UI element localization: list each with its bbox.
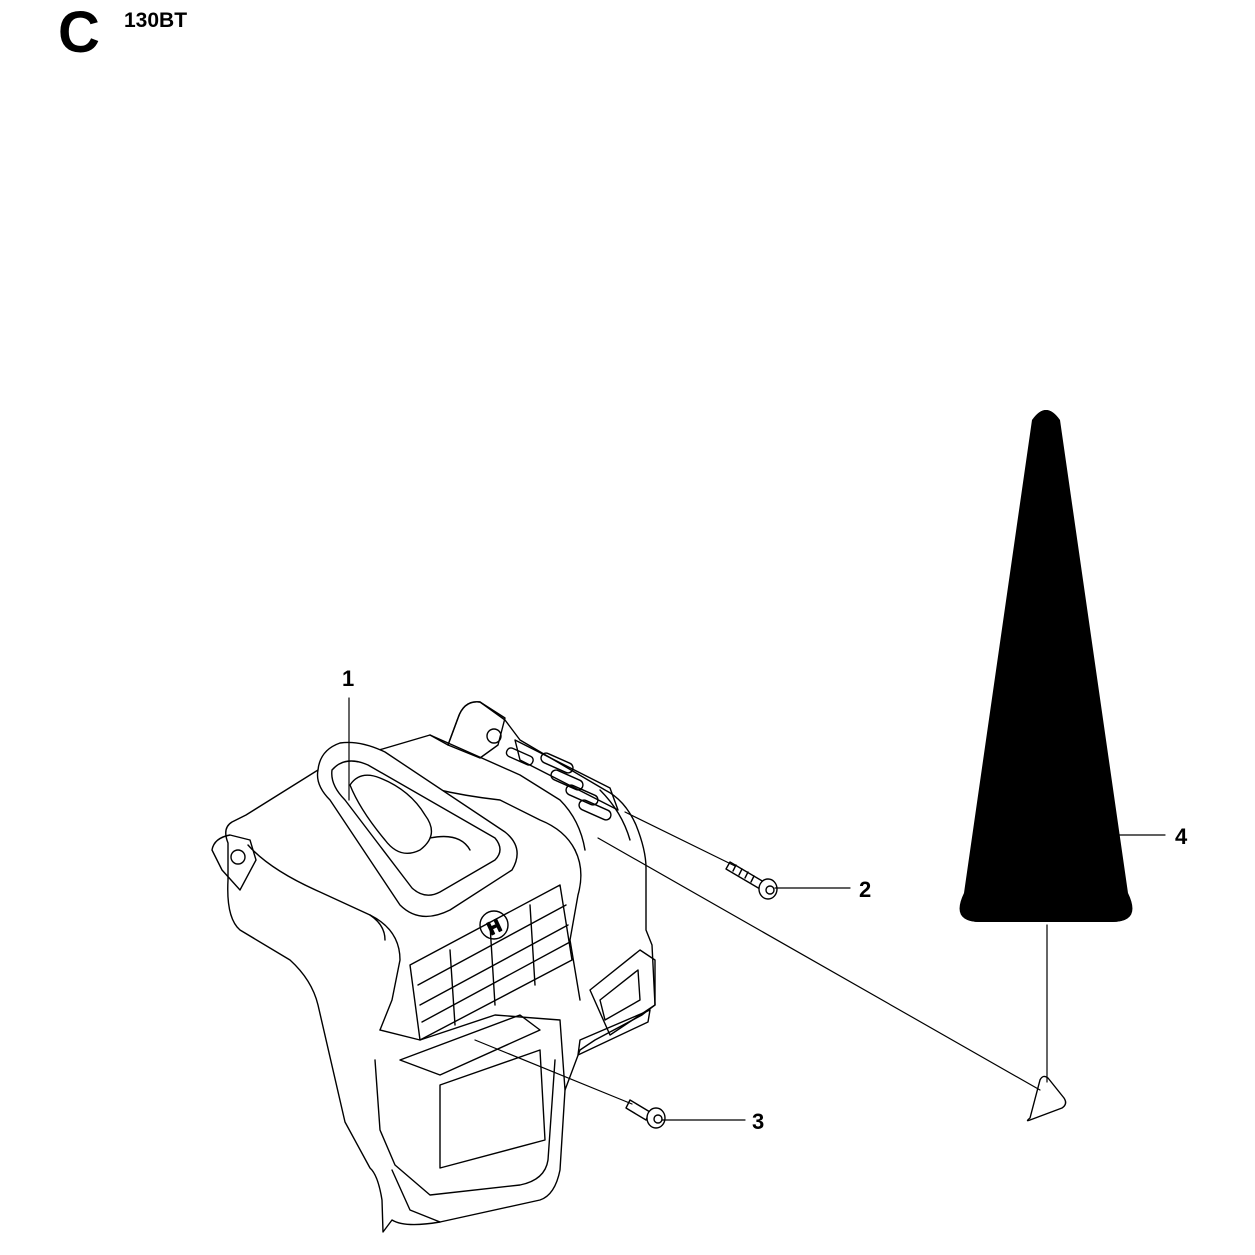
callout-4: 4 [1175, 824, 1188, 849]
callout-3: 3 [752, 1109, 764, 1134]
warning-decal-shape [959, 410, 1133, 922]
callout-2: 2 [859, 877, 871, 902]
housing-part: H [211, 701, 656, 1233]
model-number: 130BT [124, 9, 188, 32]
leader-lines [348, 697, 1166, 1121]
callout-1: 1 [342, 666, 354, 691]
short-screw-part [625, 1099, 666, 1129]
decal-small [1026, 1075, 1067, 1122]
section-letter: C [58, 0, 100, 65]
long-screw-part [725, 861, 778, 900]
